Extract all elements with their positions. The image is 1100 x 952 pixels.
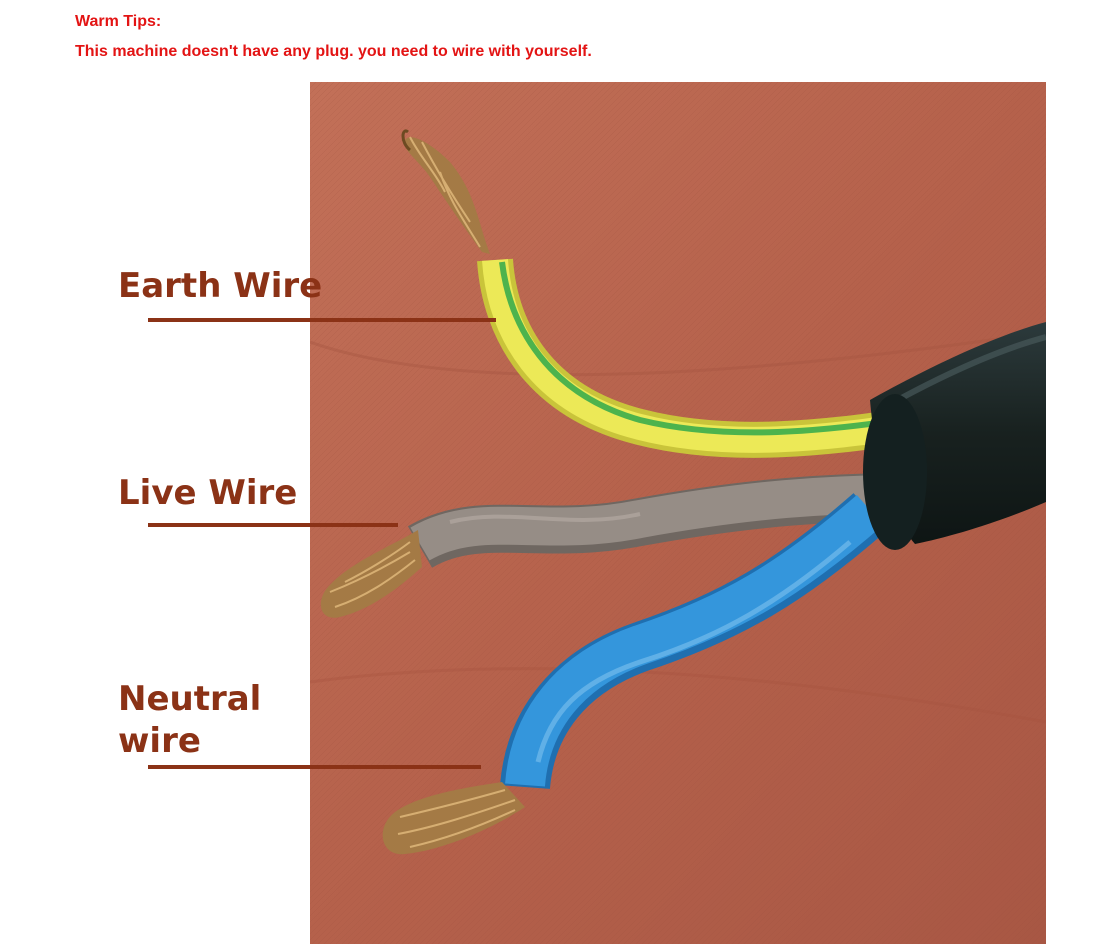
live-wire [320,473,911,618]
warm-tips-text: This machine doesn't have any plug. you … [75,43,592,60]
live-wire-label: Live Wire [118,473,298,513]
cable-photo [310,82,1046,944]
earth-copper-strands [401,129,490,254]
live-wire-leader-line [148,523,398,527]
neutral-wire-label: Neutral wire [118,679,262,761]
neutral-copper-strands [382,782,525,855]
neutral-wire-leader-line [148,765,481,769]
neutral-wire [382,493,887,855]
earth-wire [401,129,903,458]
outer-sheath [863,322,1046,550]
live-copper-strands [320,530,422,618]
earth-wire-leader-line [148,318,496,322]
warm-tips-heading: Warm Tips: [75,13,162,30]
earth-wire-label: Earth Wire [118,266,323,306]
